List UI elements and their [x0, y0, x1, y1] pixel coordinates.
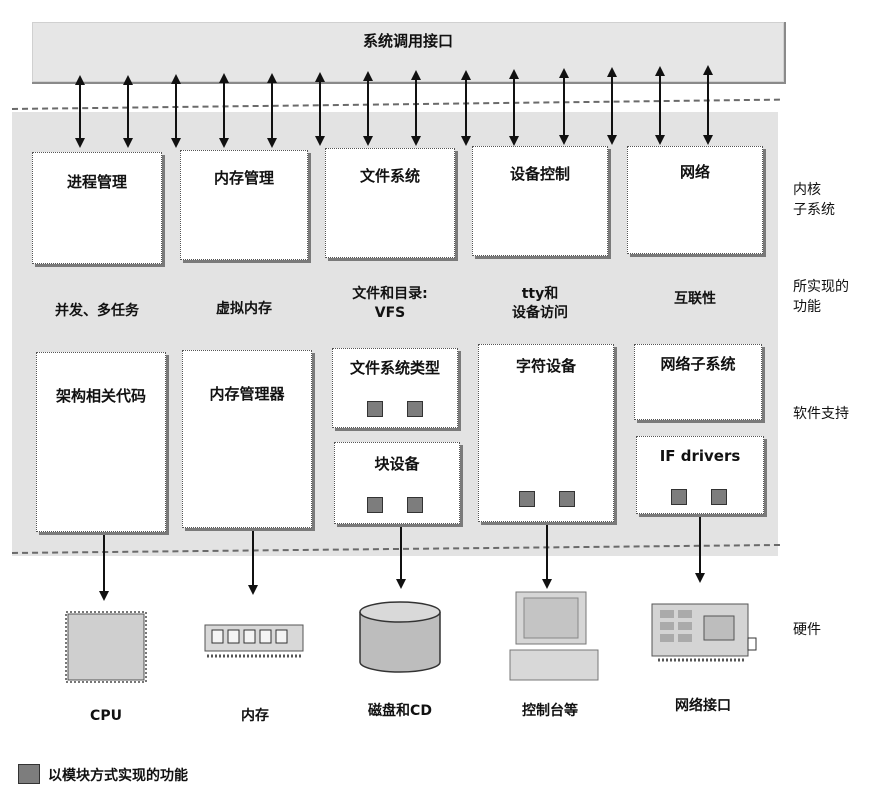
support-netsub-box: 网络子系统 — [634, 344, 762, 420]
side-label-features-2: 功能 — [793, 299, 821, 315]
support-chardev-box: 字符设备 — [478, 344, 614, 522]
module-icon — [559, 491, 575, 507]
memory-module-icon — [204, 624, 304, 658]
hardware-label-network: 网络接口 — [675, 698, 731, 714]
syscall-label: 系统调用接口 — [362, 32, 453, 50]
support-ifdrivers-box: IF drivers — [636, 436, 764, 514]
network-card-icon — [651, 603, 757, 662]
function-tty-line1: tty和 — [521, 286, 559, 302]
function-concurrency: 并发、多任务 — [55, 303, 139, 319]
hardware-label-disk: 磁盘和CD — [368, 703, 432, 719]
module-icon — [407, 497, 423, 513]
support-label: 文件系统类型 — [349, 359, 440, 377]
hardware-label-console: 控制台等 — [522, 703, 578, 719]
subsystem-label: 内存管理 — [213, 169, 274, 187]
side-label-features-1: 所实现的 — [793, 279, 849, 295]
support-fstypes-box: 文件系统类型 — [332, 348, 458, 428]
side-label-kernel-2: 子系统 — [793, 202, 835, 218]
module-icon — [407, 401, 423, 417]
hardware-label-memory: 内存 — [241, 708, 269, 724]
disk-icon — [359, 601, 441, 673]
support-label: IF drivers — [659, 447, 741, 465]
support-label: 字符设备 — [515, 357, 576, 375]
legend-module-icon — [18, 764, 40, 784]
support-label: 网络子系统 — [660, 355, 736, 373]
support-arch-box: 架构相关代码 — [36, 352, 166, 532]
function-connectivity: 互联性 — [674, 291, 716, 307]
subsystem-fs-box: 文件系统 — [325, 148, 455, 258]
side-label-kernel-1: 内核 — [793, 182, 821, 198]
side-label-hardware: 硬件 — [793, 622, 821, 638]
subsystem-label: 进程管理 — [66, 173, 127, 191]
subsystem-label: 文件系统 — [359, 167, 420, 185]
console-icon — [509, 591, 599, 681]
support-blockdev-box: 块设备 — [334, 442, 460, 524]
module-icon — [367, 401, 383, 417]
legend-label: 以模块方式实现的功能 — [48, 768, 188, 784]
function-tty-line2: 设备访问 — [512, 305, 568, 321]
support-memmgr-box: 内存管理器 — [182, 350, 312, 528]
module-icon — [367, 497, 383, 513]
cpu-icon — [65, 611, 147, 683]
subsystem-memory-box: 内存管理 — [180, 150, 308, 260]
function-virtual-memory: 虚拟内存 — [216, 301, 272, 317]
function-files-line1: 文件和目录: — [352, 286, 428, 302]
subsystem-device-box: 设备控制 — [472, 146, 608, 256]
hardware-label-cpu: CPU — [90, 708, 122, 724]
subsystem-network-box: 网络 — [627, 146, 763, 254]
subsystem-process-box: 进程管理 — [32, 152, 162, 264]
support-label: 架构相关代码 — [55, 387, 146, 405]
support-label: 内存管理器 — [209, 385, 285, 403]
module-icon — [711, 489, 727, 505]
side-label-software: 软件支持 — [793, 406, 849, 422]
module-icon — [671, 489, 687, 505]
support-label: 块设备 — [374, 455, 420, 473]
module-icon — [519, 491, 535, 507]
function-files-line2: VFS — [374, 305, 406, 321]
subsystem-label: 设备控制 — [509, 165, 570, 183]
subsystem-label: 网络 — [679, 163, 710, 181]
